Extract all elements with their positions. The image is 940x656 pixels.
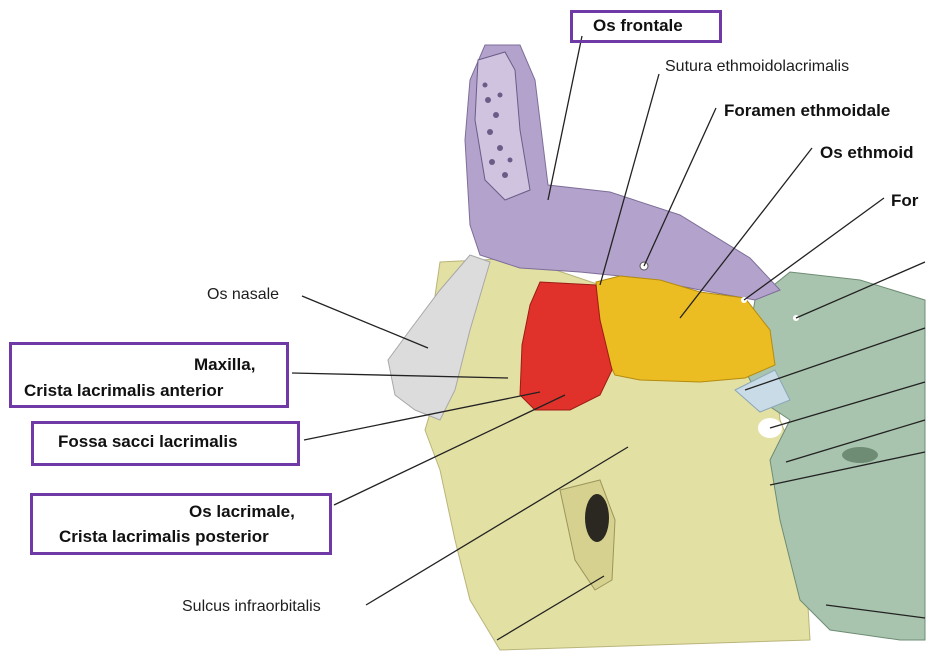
label-sutura-ethmoidolacrimalis: Sutura ethmoidolacrimalis	[665, 56, 849, 77]
green-hole-2	[842, 447, 878, 463]
leader-os-nasale	[302, 296, 428, 348]
lacrimal-bone	[520, 282, 612, 410]
label-for: For	[891, 190, 918, 211]
label-crista-lacrimalis-anterior: Crista lacrimalis anterior	[24, 380, 223, 401]
label-os-ethmoidale: Os ethmoid	[820, 142, 914, 163]
label-sulcus-infraorbitalis: Sulcus infraorbitalis	[182, 596, 321, 617]
label-foramen-ethmoidale: Foramen ethmoidale	[724, 100, 890, 121]
label-os-frontale: Os frontale	[593, 15, 683, 36]
label-maxilla: Maxilla,	[194, 354, 255, 375]
label-os-lacrimale: Os lacrimale,	[189, 501, 295, 522]
label-os-nasale: Os nasale	[207, 284, 279, 305]
label-crista-lacrimalis-posterior: Crista lacrimalis posterior	[59, 526, 269, 547]
label-fossa-sacci-lacrimalis: Fossa sacci lacrimalis	[58, 431, 238, 452]
maxilla-foramen	[585, 494, 609, 542]
leader-os-frontale	[548, 36, 582, 200]
